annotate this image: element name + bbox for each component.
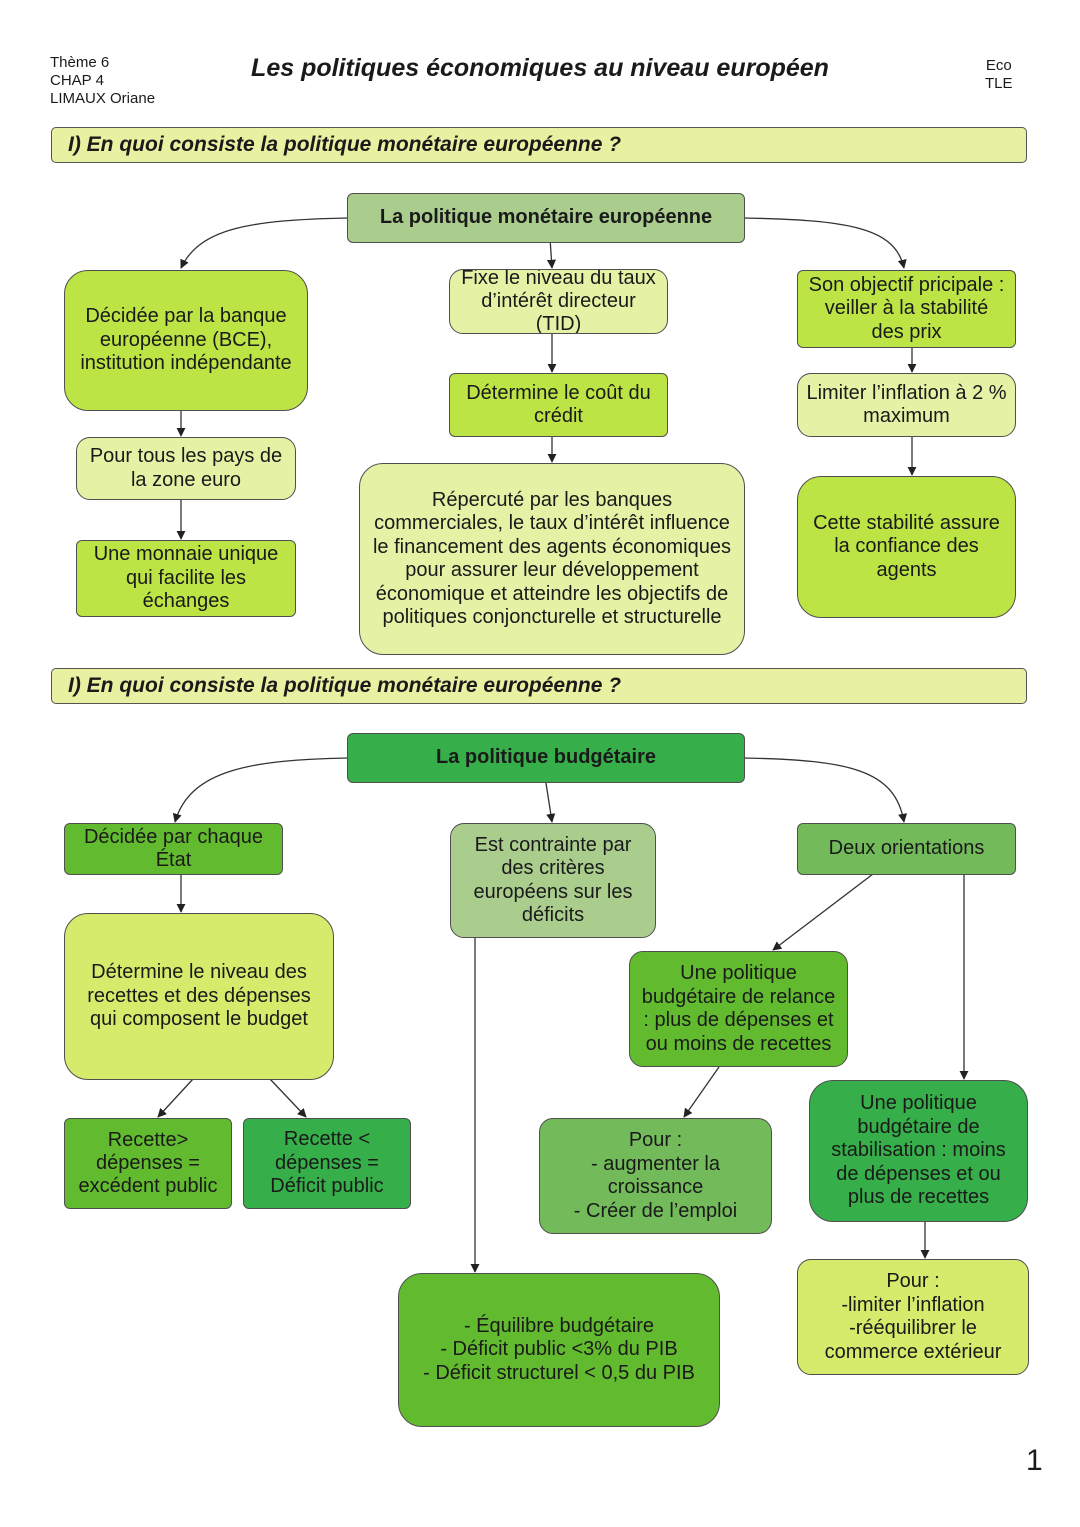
budget-two-orientations: Deux orientations: [797, 823, 1016, 875]
theme-label: Thème 6: [50, 54, 110, 71]
budget-eu-constraint: Est contrainte par des critères européen…: [450, 823, 656, 938]
budget-deficit: Recette < dépenses = Déficit public: [243, 1118, 411, 1209]
page-number: 1: [1026, 1444, 1043, 1477]
monetary-confidence: Cette stabilité assure la confiance des …: [797, 476, 1016, 618]
budget-stabilisation-goal: Pour : -limiter l’inflation -rééquilibre…: [797, 1259, 1029, 1375]
header-meta: Thème 6 CHAP 4 LIMAUX Oriane: [50, 54, 155, 108]
level-label: TLE: [985, 75, 1013, 92]
section-heading-monetary: I) En quoi consiste la politique monétai…: [51, 127, 1027, 163]
monetary-policy-root: La politique monétaire européenne: [347, 193, 745, 243]
monetary-inflation-limit: Limiter l’inflation à 2 % maximum: [797, 373, 1016, 437]
budget-policy-root: La politique budgétaire: [347, 733, 745, 783]
budget-stabilisation-policy: Une politique budgétaire de stabilisatio…: [809, 1080, 1028, 1222]
monetary-single-currency: Une monnaie unique qui facilite les écha…: [76, 540, 296, 617]
chapter-label: CHAP 4: [50, 72, 104, 89]
subject-meta: Eco TLE: [985, 57, 1013, 93]
monetary-euro-zone: Pour tous les pays de la zone euro: [76, 437, 296, 500]
budget-determines-level: Détermine le niveau des recettes et des …: [64, 913, 334, 1080]
budget-eu-criteria: - Équilibre budgétaire - Déficit public …: [398, 1273, 720, 1427]
monetary-transmission: Répercuté par les banques commerciales, …: [359, 463, 745, 655]
page-title: Les politiques économiques au niveau eur…: [251, 54, 829, 82]
monetary-credit-cost: Détermine le coût du crédit: [449, 373, 668, 437]
budget-surplus: Recette> dépenses = excédent public: [64, 1118, 232, 1209]
budget-relance-goal: Pour : - augmenter la croissance - Créer…: [539, 1118, 772, 1234]
monetary-objective: Son objectif pricipale : veiller à la st…: [797, 270, 1016, 348]
budget-decided-by-state: Décidée par chaque État: [64, 823, 283, 875]
budget-relance-policy: Une politique budgétaire de relance : pl…: [629, 951, 848, 1067]
subject-label: Eco: [985, 57, 1012, 74]
section-heading-budget: I) En quoi consiste la politique monétai…: [51, 668, 1027, 704]
monetary-sets-rate: Fixe le niveau du taux d’intérêt directe…: [449, 269, 668, 334]
monetary-decided-by-ecb: Décidée par la banque européenne (BCE), …: [64, 270, 308, 411]
author-label: LIMAUX Oriane: [50, 90, 156, 107]
